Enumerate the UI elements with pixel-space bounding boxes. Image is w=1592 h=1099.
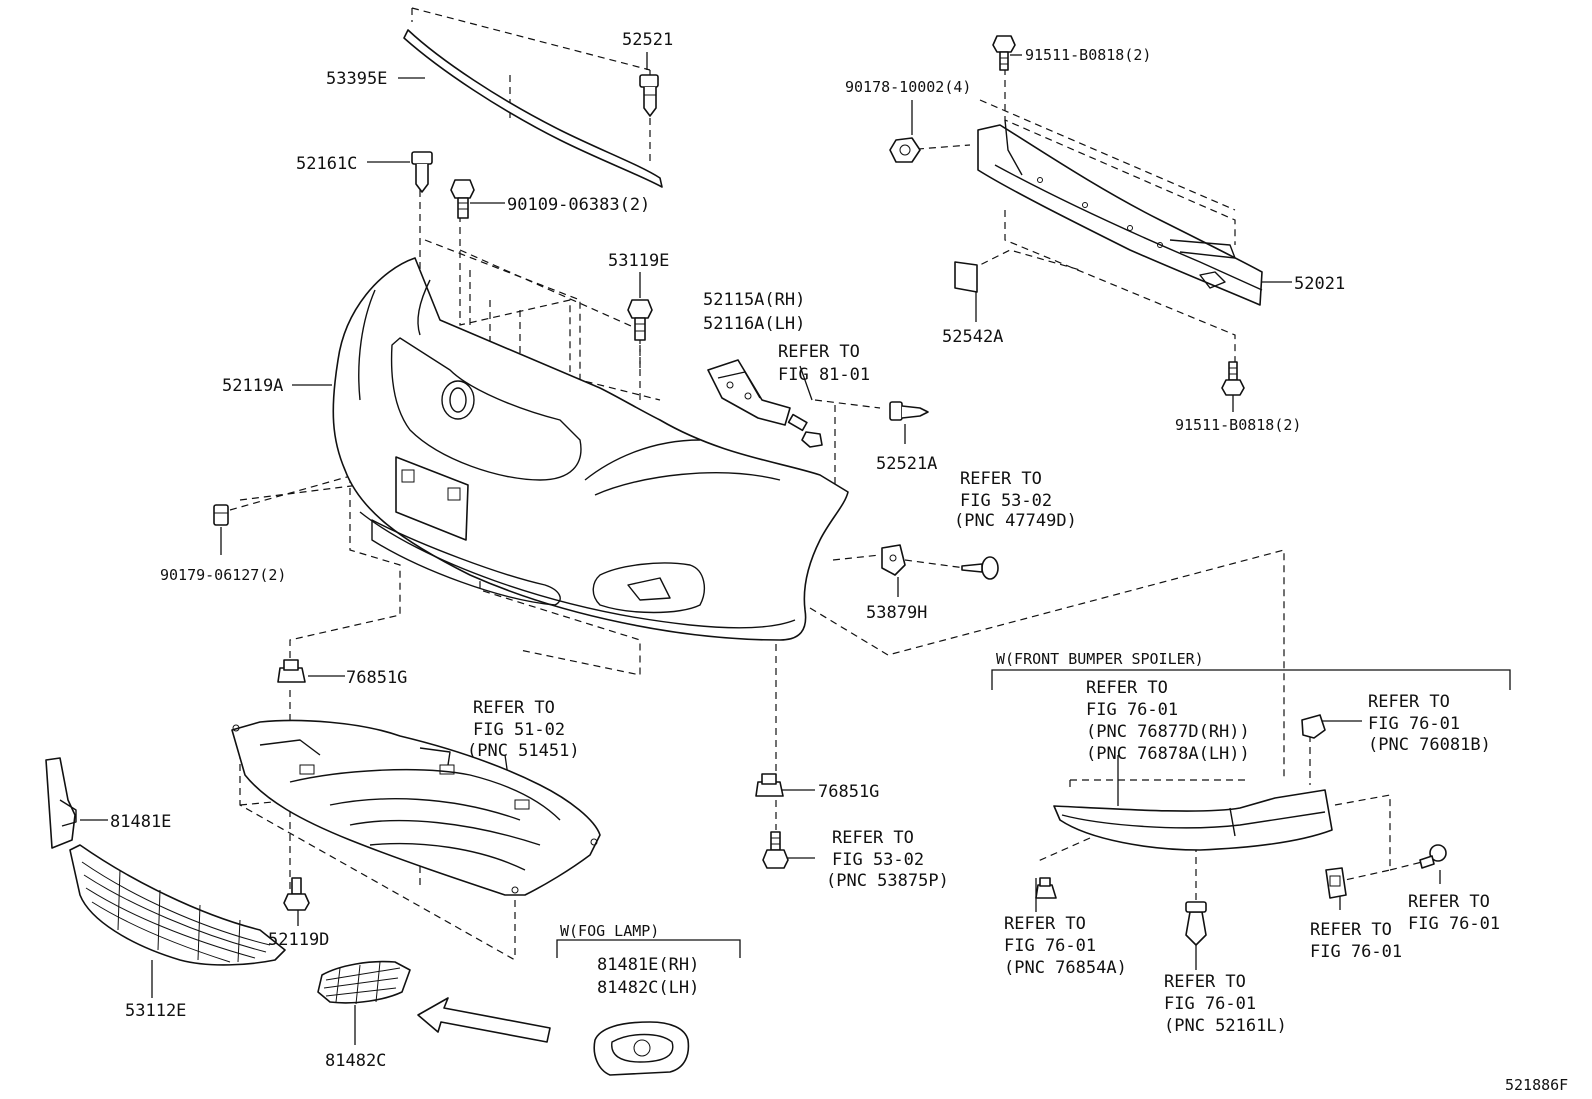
ref-fig7601a-l1: REFER TO xyxy=(1086,678,1168,698)
group-brackets xyxy=(556,669,1511,958)
label-52119a: 52119A xyxy=(222,376,283,396)
label-52521a: 52521A xyxy=(876,454,937,474)
part-53112e-grille xyxy=(69,844,286,966)
label-76851g-left: 76851G xyxy=(346,668,407,688)
part-76854a-clip xyxy=(1035,877,1057,899)
label-52116a: 52116A(LH) xyxy=(703,314,805,334)
ref-fig7601e-l1: REFER TO xyxy=(1310,920,1392,940)
part-52161c-clip xyxy=(411,151,433,193)
ref-fig7601c-l1: REFER TO xyxy=(1004,914,1086,934)
part-76851g-left-clip xyxy=(277,659,306,683)
ref-fig5102-l1: REFER TO xyxy=(473,698,555,718)
label-53395e: 53395E xyxy=(326,69,387,89)
ref-fig5302a-l1: REFER TO xyxy=(960,469,1042,489)
label-90109: 90109-06383(2) xyxy=(507,195,650,215)
ref-fig5302a-l3: (PNC 47749D) xyxy=(954,511,1077,531)
part-52115a-bracket xyxy=(707,359,791,426)
part-91511-bolt-bottom xyxy=(1221,361,1245,396)
ref-fig8101-l2: FIG 81-01 xyxy=(778,365,870,385)
label-53119e: 53119E xyxy=(608,251,669,271)
ref-fig7601a-l3: (PNC 76877D(RH)) xyxy=(1086,722,1250,742)
ref-fig8101-l1: REFER TO xyxy=(778,342,860,362)
part-front-bumper-spoiler xyxy=(1053,789,1333,851)
part-53875p-bolt xyxy=(762,831,789,869)
label-81481e-rh: 81481E(RH) xyxy=(597,955,699,975)
label-52521: 52521 xyxy=(622,30,673,50)
part-52021-reinforcement xyxy=(977,119,1263,306)
label-81482c-lh: 81482C(LH) xyxy=(597,978,699,998)
label-52021: 52021 xyxy=(1294,274,1345,294)
label-91511-top: 91511-B0818(2) xyxy=(1025,46,1151,64)
part-53119e-bolt xyxy=(627,299,653,341)
labels: 53395E 52521 52161C 90109-06383(2) 53119… xyxy=(110,30,1568,1094)
figure-code: 521886F xyxy=(1505,1076,1568,1094)
leader-lines xyxy=(80,7,1441,1045)
part-47749d-screw xyxy=(961,556,999,580)
ref-fig5102-l3: (PNC 51451) xyxy=(467,741,580,761)
ref-fig5302b-l3: (PNC 53875P) xyxy=(826,871,949,891)
part-90109-bolt xyxy=(450,179,475,219)
label-90179: 90179-06127(2) xyxy=(160,566,286,584)
group-front-bumper-spoiler: W(FRONT BUMPER SPOILER) xyxy=(996,650,1204,668)
part-91511-bolt-top xyxy=(992,35,1016,71)
label-90178: 90178-10002(4) xyxy=(845,78,971,96)
ref-fig7601f-l1: REFER TO xyxy=(1408,892,1490,912)
ref-fig5302a-l2: FIG 53-02 xyxy=(960,491,1052,511)
label-81482c: 81482C xyxy=(325,1051,386,1071)
label-52161c: 52161C xyxy=(296,154,357,174)
part-81481e-side-bracket xyxy=(45,757,77,849)
label-91511-bot: 91511-B0818(2) xyxy=(1175,416,1301,434)
ref-fig7601d-l3: (PNC 52161L) xyxy=(1164,1016,1287,1036)
part-52119d-bolt xyxy=(283,877,310,911)
part-fog-lamp-bezel xyxy=(593,1021,690,1076)
part-bracket-bolt xyxy=(787,413,823,448)
label-53112e: 53112E xyxy=(125,1001,186,1021)
part-53395e-strip xyxy=(403,29,663,188)
ref-fig7601b-l3: (PNC 76081B) xyxy=(1368,735,1491,755)
label-52119d: 52119D xyxy=(268,930,329,950)
part-spoiler-screw xyxy=(1419,844,1447,869)
ref-fig7601a-l2: FIG 76-01 xyxy=(1086,700,1178,720)
part-52119a-bumper-cover xyxy=(332,257,849,641)
group-fog-lamp: W(FOG LAMP) xyxy=(560,922,659,940)
part-52521a-clip xyxy=(889,401,929,421)
label-52115a: 52115A(RH) xyxy=(703,290,805,310)
label-81481e: 81481E xyxy=(110,812,171,832)
ref-fig7601f-l2: FIG 76-01 xyxy=(1408,914,1500,934)
part-76081b-clip xyxy=(1301,714,1326,739)
part-51451-under-cover xyxy=(231,719,601,896)
part-81482c-fog-cover xyxy=(317,960,411,1005)
ref-fig7601d-l1: REFER TO xyxy=(1164,972,1246,992)
part-spoiler-bracket-right xyxy=(1325,867,1347,899)
part-53879h-bracket xyxy=(881,544,906,576)
label-76851g-right: 76851G xyxy=(818,782,879,802)
ref-fig7601c-l2: FIG 76-01 xyxy=(1004,936,1096,956)
ref-fig7601c-l3: (PNC 76854A) xyxy=(1004,958,1127,978)
part-90178-nut xyxy=(889,137,921,163)
part-52542a-pad xyxy=(954,261,978,293)
part-90179-clip-nut xyxy=(213,504,229,526)
part-52521-clip xyxy=(639,74,659,117)
ref-fig7601b-l2: FIG 76-01 xyxy=(1368,714,1460,734)
ref-fig5102-l2: FIG 51-02 xyxy=(473,720,565,740)
part-76851g-right-clip xyxy=(755,773,784,797)
part-52161l-clip xyxy=(1185,901,1207,946)
label-53879h: 53879H xyxy=(866,603,927,623)
ref-fig5302b-l1: REFER TO xyxy=(832,828,914,848)
ref-fig7601a-l4: (PNC 76878A(LH)) xyxy=(1086,744,1250,764)
ref-fig7601b-l1: REFER TO xyxy=(1368,692,1450,712)
label-52542a: 52542A xyxy=(942,327,1003,347)
ref-fig7601e-l2: FIG 76-01 xyxy=(1310,942,1402,962)
direction-arrow xyxy=(417,997,551,1043)
ref-fig7601d-l2: FIG 76-01 xyxy=(1164,994,1256,1014)
ref-fig5302b-l2: FIG 53-02 xyxy=(832,850,924,870)
